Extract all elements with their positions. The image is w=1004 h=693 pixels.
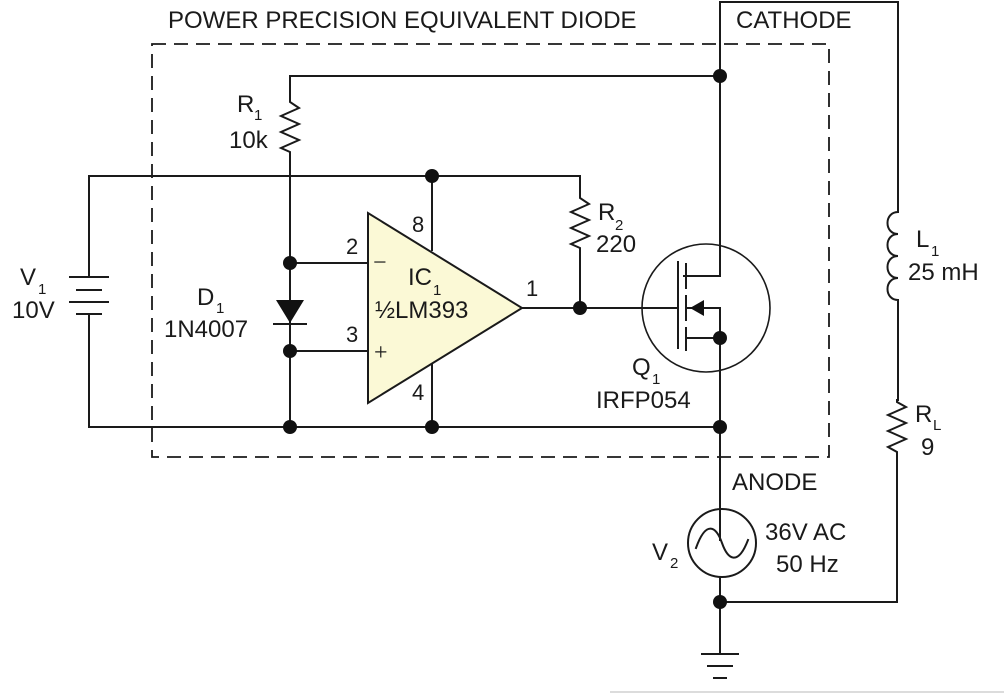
v2-voltage: 36V AC bbox=[765, 519, 846, 546]
r2-ref: R bbox=[598, 199, 615, 226]
junction-dot bbox=[283, 256, 297, 270]
r1-sub: 1 bbox=[254, 107, 262, 124]
junction-dot bbox=[425, 420, 439, 434]
ic1-pin4: 4 bbox=[412, 380, 424, 405]
diode-d1-symbol bbox=[273, 300, 307, 325]
comparator-ic1 bbox=[367, 211, 524, 405]
equivalent-diode-boundary bbox=[151, 43, 830, 458]
junction-dot bbox=[713, 420, 727, 434]
inductor-l1 bbox=[886, 209, 899, 401]
l1-sub: 1 bbox=[931, 243, 939, 260]
return-wire bbox=[719, 454, 898, 603]
q1-value: IRFP054 bbox=[596, 387, 691, 414]
l1-ref: L bbox=[916, 226, 929, 253]
r2-sub: 2 bbox=[615, 217, 623, 234]
ground-rail-wire bbox=[88, 313, 721, 428]
v1-ref: V bbox=[20, 264, 36, 291]
ground-icon bbox=[701, 601, 739, 679]
ic1-inverting-sign: − bbox=[373, 250, 387, 276]
v1-sub: 1 bbox=[38, 281, 46, 298]
rl-value: 9 bbox=[921, 434, 934, 461]
cathode-wire bbox=[719, 1, 899, 211]
rl-resistor bbox=[885, 399, 909, 456]
junction-dot bbox=[283, 420, 297, 434]
vplus-rail-wire bbox=[88, 175, 581, 278]
ac-source-v2-symbol bbox=[687, 508, 757, 578]
rl-ref: R bbox=[915, 401, 932, 428]
ic1-sub: 1 bbox=[433, 282, 441, 299]
r1-ref: R bbox=[237, 91, 254, 118]
r1-value: 10k bbox=[229, 127, 269, 154]
mosfet-q1-symbol bbox=[641, 243, 771, 373]
r2-resistor bbox=[568, 194, 592, 309]
anode-label: ANODE bbox=[732, 469, 817, 496]
junction-dot bbox=[573, 301, 587, 315]
junction-dot bbox=[713, 69, 727, 83]
q1-ref: Q bbox=[632, 354, 651, 381]
junction-dot bbox=[283, 344, 297, 358]
junction-dot bbox=[713, 595, 727, 609]
v1-value: 10V bbox=[12, 297, 55, 324]
r1-resistor bbox=[278, 99, 302, 264]
bottom-divider bbox=[610, 691, 1004, 693]
ic1-pin2: 2 bbox=[346, 234, 358, 259]
junction-dot bbox=[713, 331, 727, 345]
d1-value: 1N4007 bbox=[164, 316, 248, 343]
d1-ref: D bbox=[197, 284, 214, 311]
battery-v1-symbol bbox=[69, 276, 109, 315]
ic1-value: ½LM393 bbox=[375, 297, 468, 324]
junction-dot bbox=[425, 169, 439, 183]
q1-sub: 1 bbox=[652, 371, 660, 388]
cathode-label: CATHODE bbox=[736, 7, 852, 34]
v2-ref: V bbox=[652, 539, 668, 566]
v2-sub: 2 bbox=[670, 555, 678, 572]
ic1-pin1: 1 bbox=[526, 276, 538, 301]
rl-sub: L bbox=[933, 417, 941, 434]
r2-value: 220 bbox=[596, 231, 636, 258]
drain-rail-wire bbox=[289, 75, 721, 101]
v2-frequency: 50 Hz bbox=[776, 551, 839, 578]
ic1-ref: IC bbox=[408, 264, 432, 291]
ic1-pin8: 8 bbox=[412, 212, 424, 237]
diagram-title: POWER PRECISION EQUIVALENT DIODE bbox=[168, 7, 637, 34]
l1-value: 25 mH bbox=[908, 259, 979, 286]
ic1-noninverting-sign: + bbox=[374, 340, 388, 366]
ic1-pin3: 3 bbox=[346, 322, 358, 347]
d1-sub: 1 bbox=[216, 300, 224, 317]
